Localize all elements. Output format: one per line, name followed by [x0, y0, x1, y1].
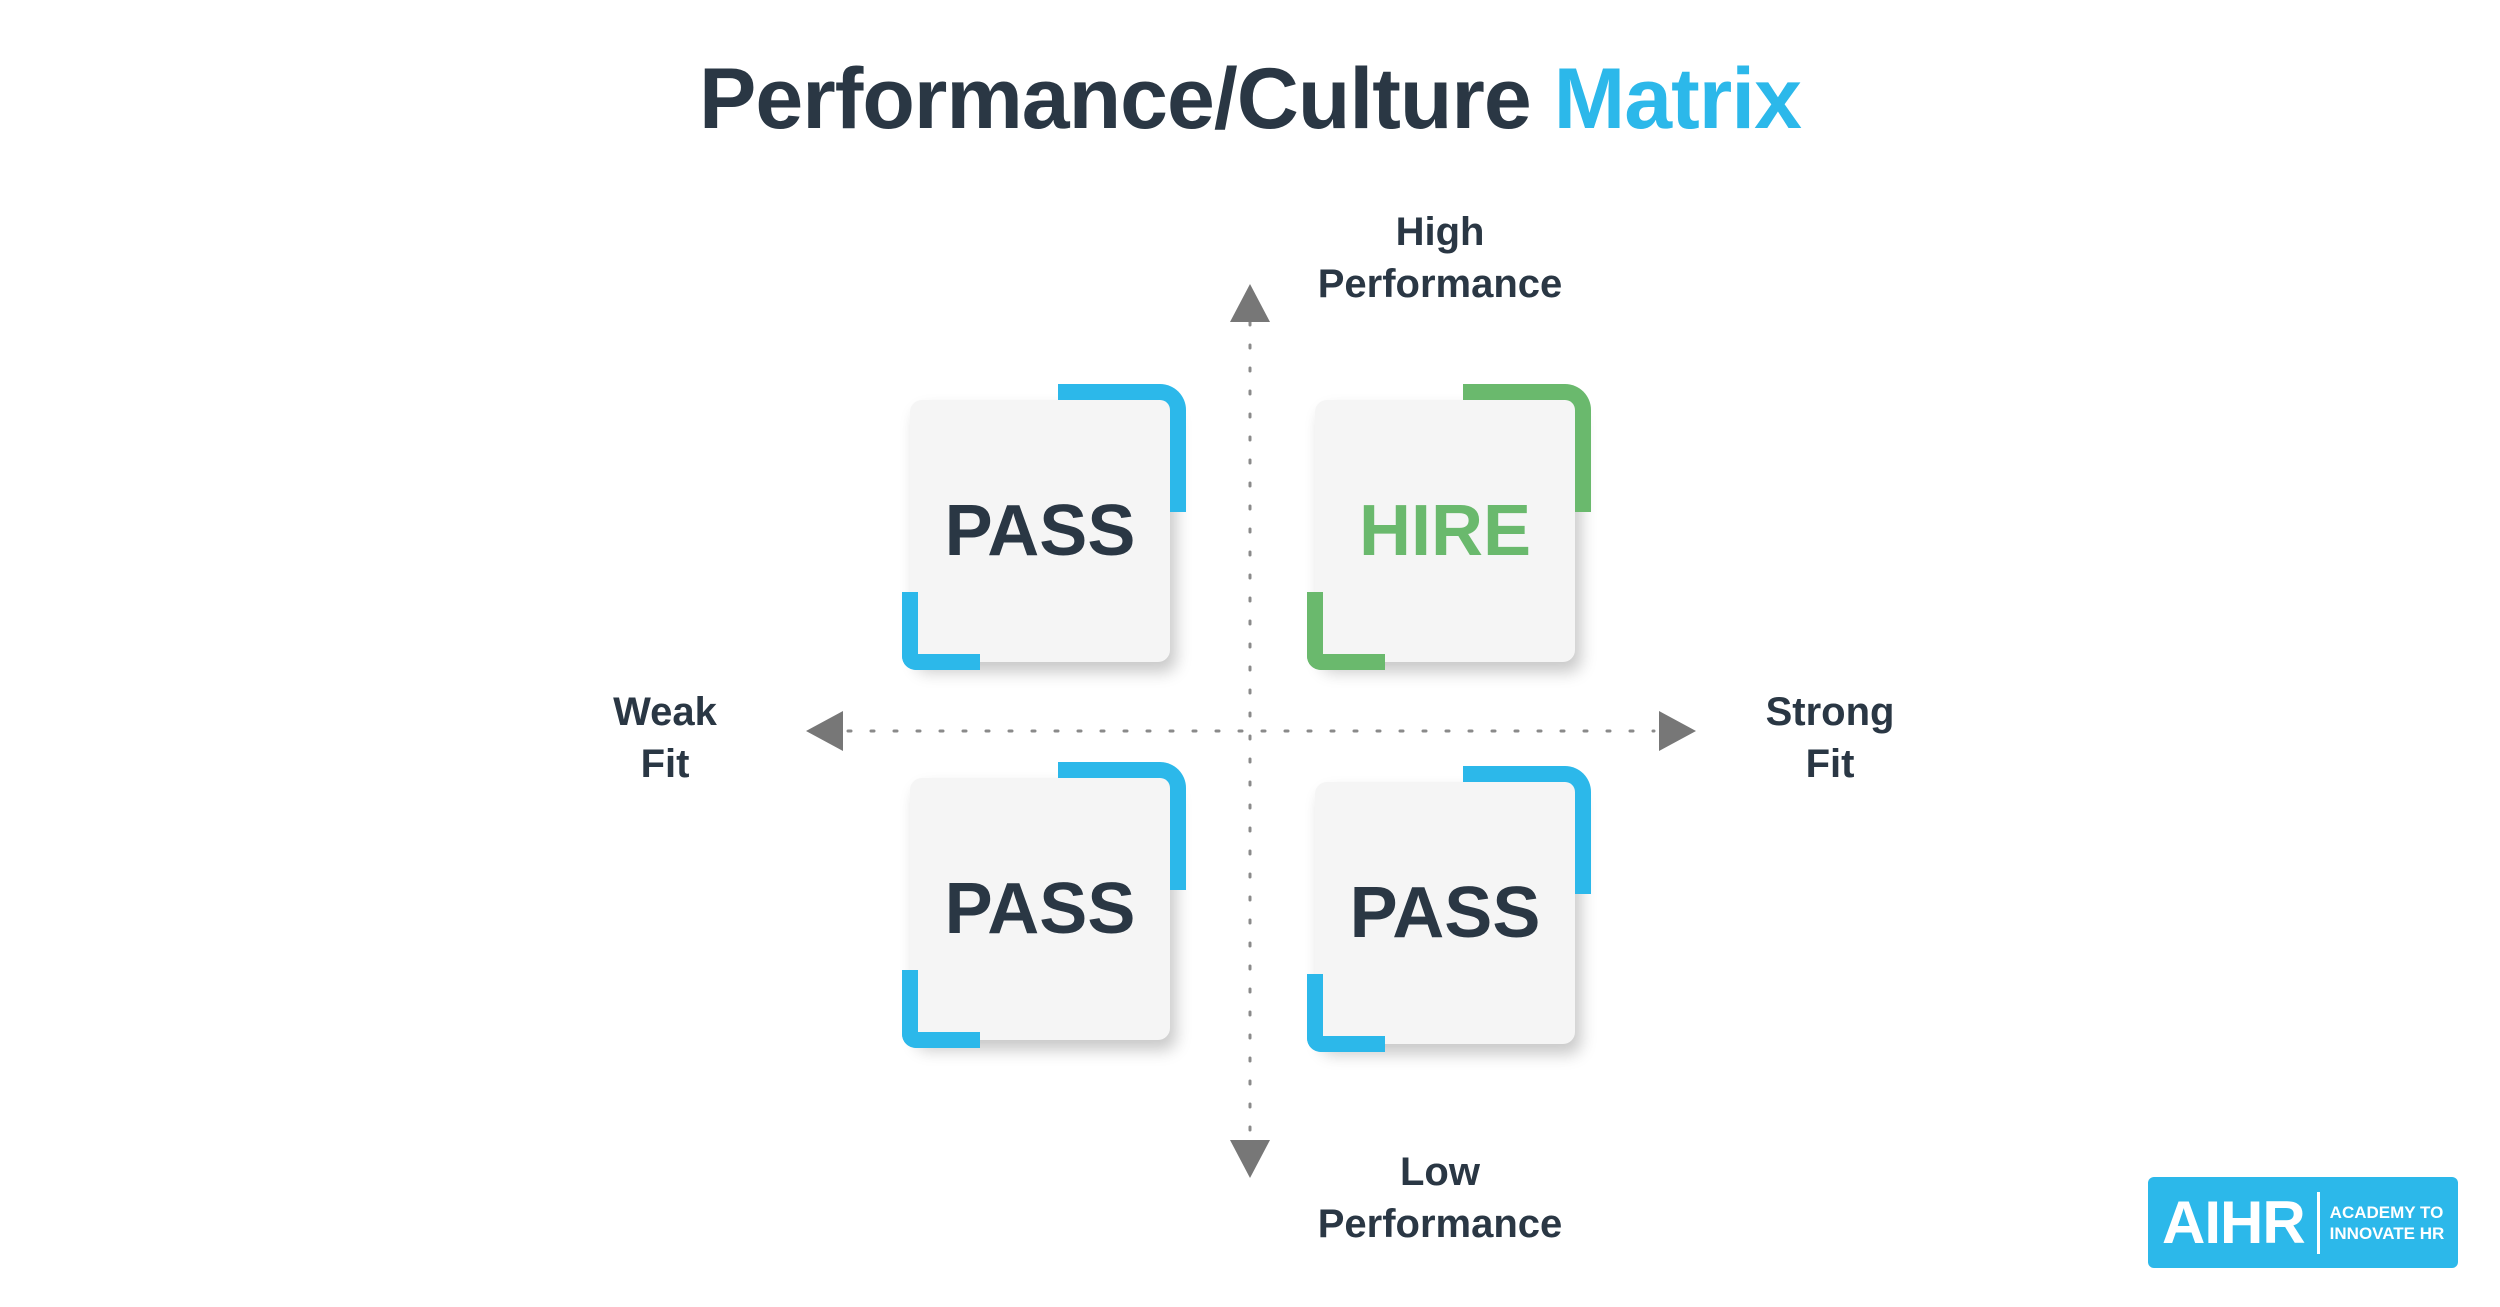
- quadrant-card: [910, 400, 1170, 662]
- axis-label-weak-fit: Weak Fit: [555, 686, 775, 790]
- quadrant-label: PASS: [944, 869, 1136, 949]
- corner-bracket-bottom-left: [1307, 974, 1385, 1052]
- axis-label-line: Performance: [1317, 1202, 1563, 1246]
- axis-label-line: Low: [1400, 1150, 1480, 1194]
- title-accent: Matrix: [1553, 51, 1802, 147]
- quadrant-card: [1315, 400, 1575, 662]
- logo-tagline-line: ACADEMY TO: [2329, 1202, 2444, 1222]
- axis-label-line: Fit: [1805, 742, 1855, 786]
- quadrant-label: PASS: [944, 491, 1136, 571]
- logo-tagline-line: INNOVATE HR: [2329, 1223, 2445, 1243]
- axis-label-low-performance: Low Performance: [1280, 1146, 1600, 1250]
- axis-label-line: Weak: [613, 690, 717, 734]
- corner-bracket-top-right: [1058, 762, 1186, 890]
- arrow-up-icon: [1230, 284, 1270, 322]
- title-main: Performance/Culture: [699, 51, 1532, 147]
- corner-bracket-bottom-left: [1307, 592, 1385, 670]
- logo-tagline: ACADEMY TO INNOVATE HR: [2330, 1202, 2445, 1244]
- arrow-down-icon: [1230, 1140, 1270, 1178]
- axis-label-strong-fit: Strong Fit: [1720, 686, 1940, 790]
- axis-label-line: High: [1395, 210, 1485, 254]
- quadrant-top-left: PASS: [902, 384, 1186, 670]
- quadrant-card: [910, 778, 1170, 1040]
- arrow-left-icon: [806, 711, 843, 751]
- arrow-right-icon: [1659, 711, 1696, 751]
- corner-bracket-top-right: [1463, 384, 1591, 512]
- corner-bracket-top-right: [1058, 384, 1186, 512]
- aihr-logo: AIHR ACADEMY TO INNOVATE HR: [2148, 1177, 2458, 1268]
- logo-mark: AIHR: [2162, 1188, 2306, 1256]
- axis-label-line: Strong: [1765, 690, 1895, 734]
- quadrant-bottom-right: PASS: [1307, 766, 1591, 1052]
- quadrant-card: [1315, 782, 1575, 1044]
- axis-label-line: Performance: [1317, 262, 1563, 306]
- page-title: Performance/Culture Matrix: [0, 48, 2500, 151]
- corner-bracket-bottom-left: [902, 970, 980, 1048]
- quadrant-label: HIRE: [1358, 491, 1532, 571]
- quadrant-top-right: HIRE: [1307, 384, 1591, 670]
- axis-label-high-performance: High Performance: [1280, 206, 1600, 310]
- corner-bracket-bottom-left: [902, 592, 980, 670]
- quadrant-label: PASS: [1349, 873, 1541, 953]
- quadrant-bottom-left: PASS: [902, 762, 1186, 1048]
- logo-divider: [2316, 1191, 2320, 1254]
- corner-bracket-top-right: [1463, 766, 1591, 894]
- axis-label-line: Fit: [640, 742, 690, 786]
